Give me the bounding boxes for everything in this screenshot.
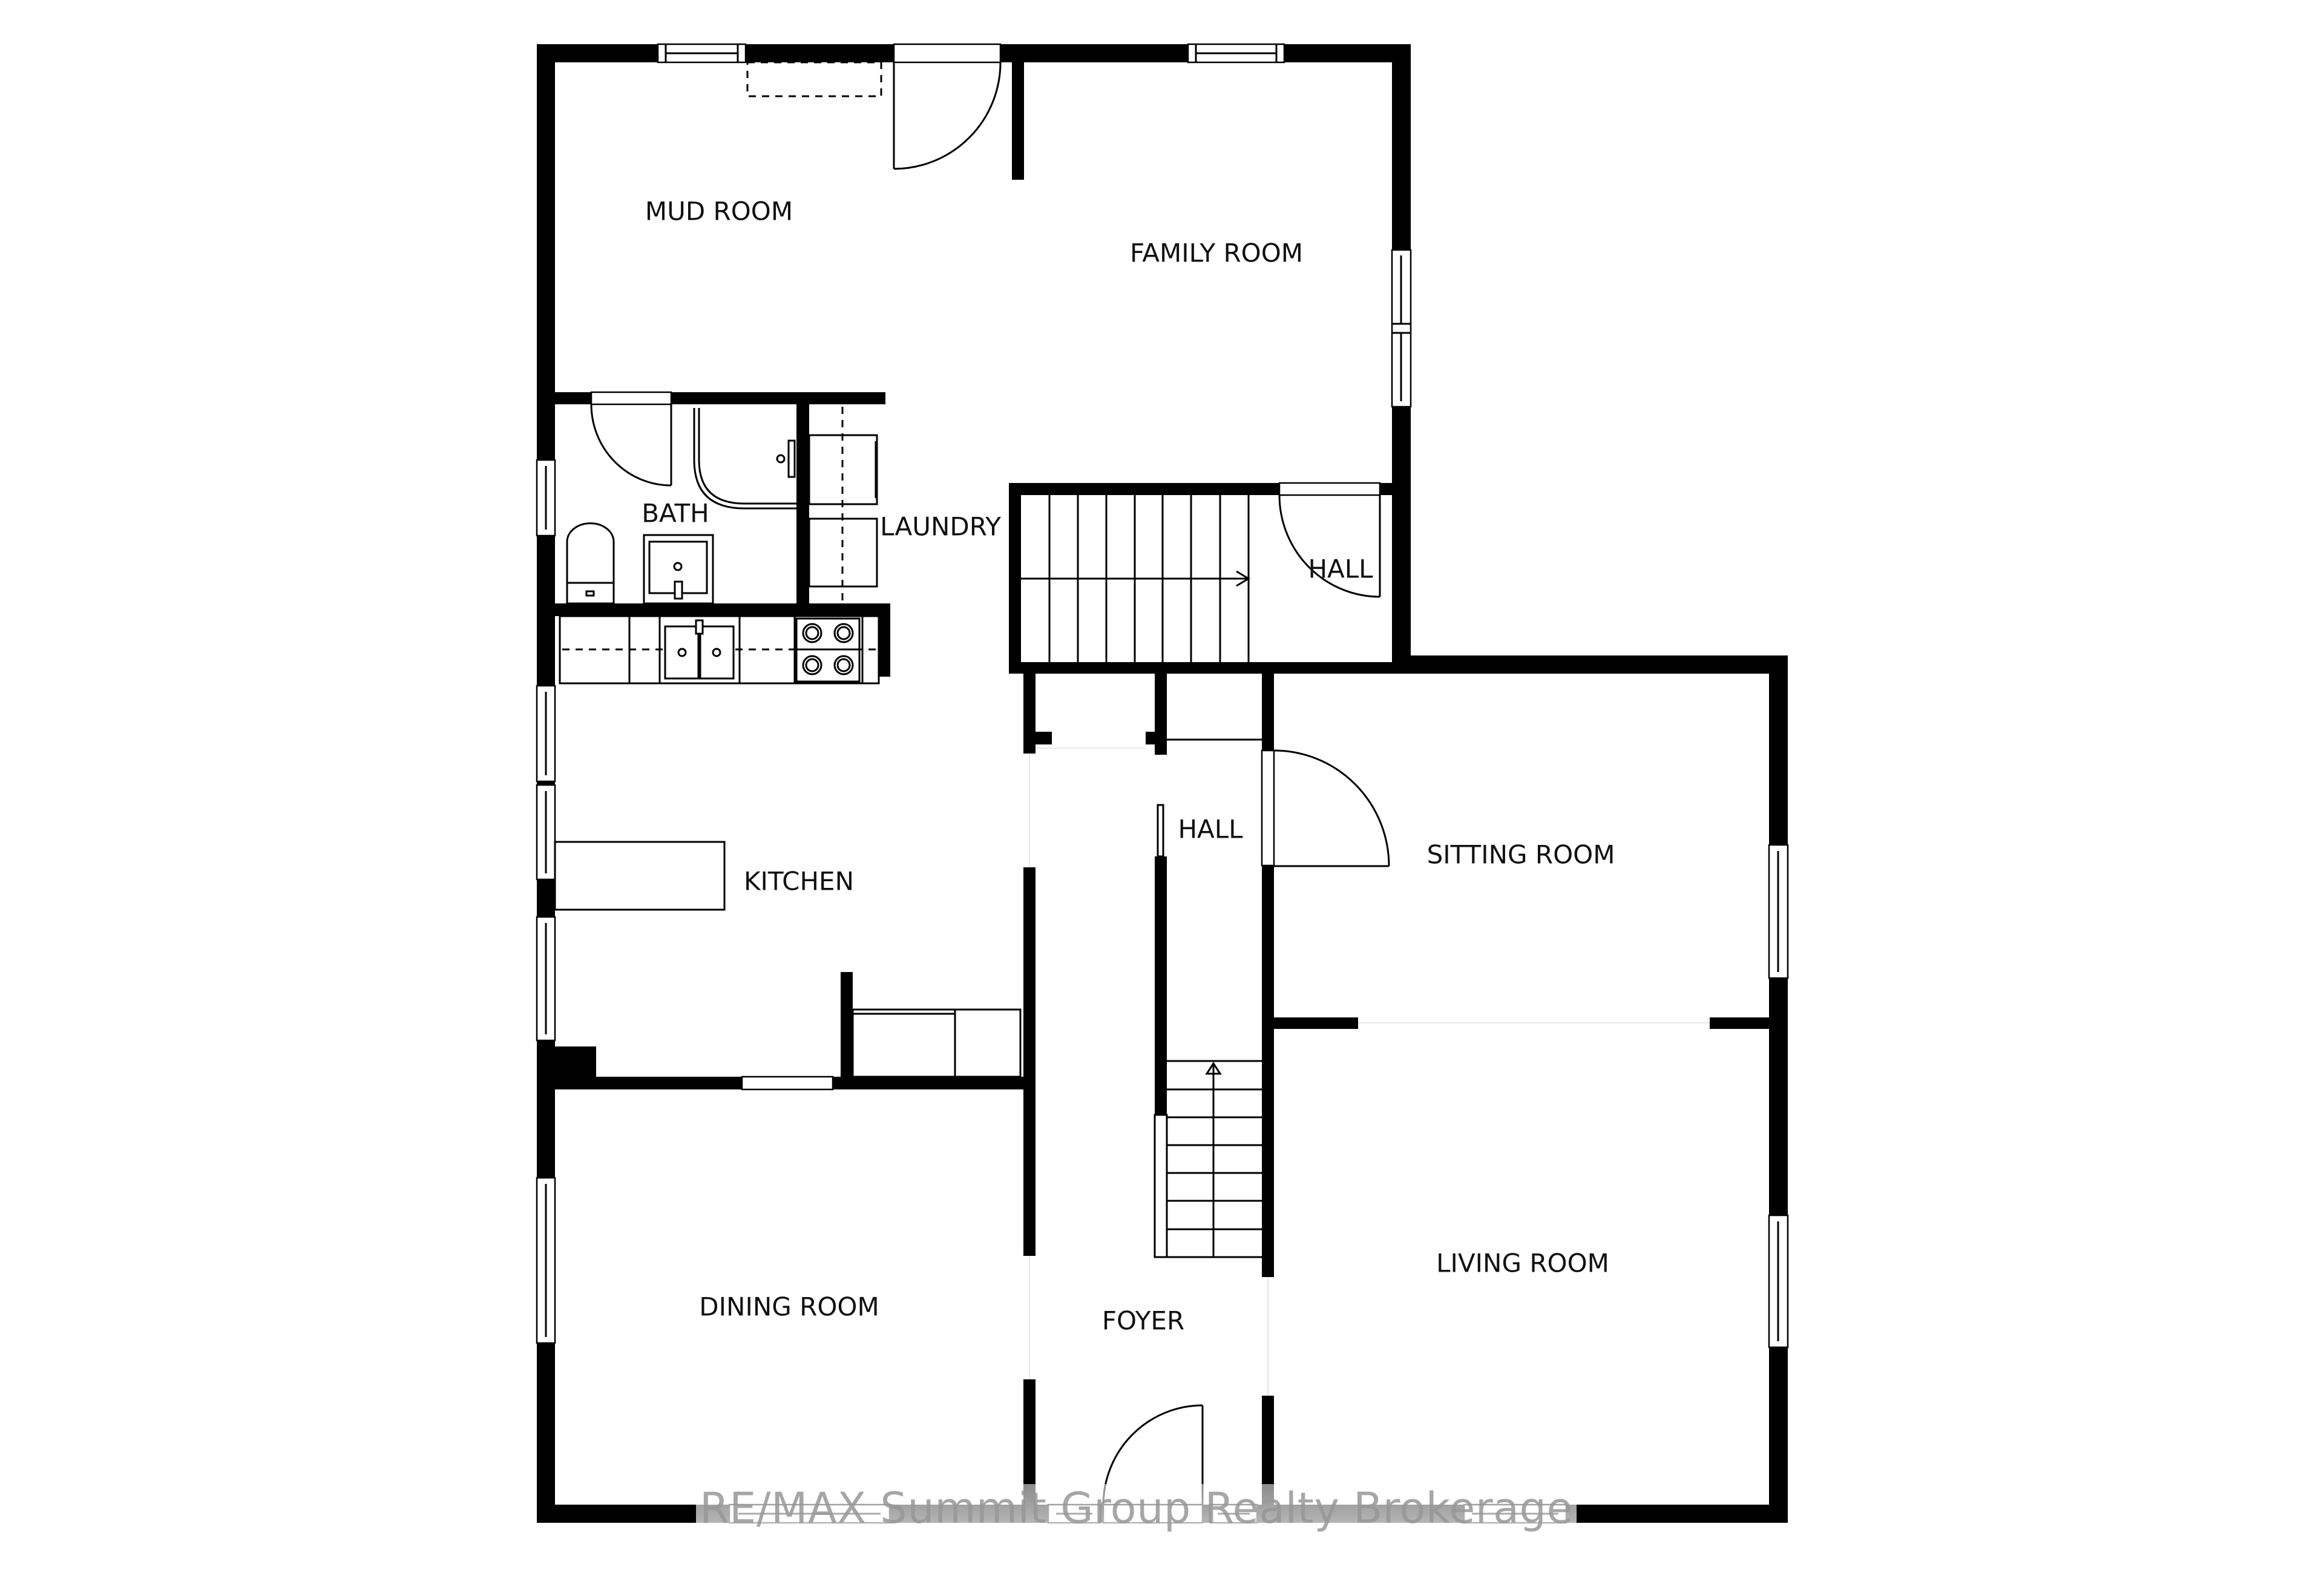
doors (590, 62, 1390, 1506)
room-label-sitting-room: SITTING ROOM (1426, 839, 1615, 870)
room-label-bath: BATH (642, 498, 709, 528)
lower-staircase (1167, 1060, 1262, 1258)
kitchen-fixtures (554, 615, 1022, 1078)
interior-walls (555, 62, 1769, 1505)
room-label-kitchen: KITCHEN (744, 866, 854, 896)
laundry-fixtures (808, 407, 878, 603)
bath-fixtures (566, 408, 796, 605)
room-label-mud-room: MUD ROOM (645, 196, 793, 226)
room-label-foyer: FOYER (1101, 1306, 1185, 1336)
upper-staircase (1021, 495, 1250, 662)
room-label-hall: HALL (1178, 814, 1243, 844)
openings (1029, 747, 1269, 1396)
brokerage-watermark: RE/MAX Summit Group Realty Brokerage (696, 1484, 1577, 1532)
room-label-family-room: FAMILY ROOM (1129, 238, 1304, 268)
room-label-upper-hall: HALL (1308, 554, 1373, 584)
mud-room-fixtures (746, 61, 882, 97)
room-label-living-room: LIVING ROOM (1436, 1248, 1609, 1278)
room-label-dining-room: DINING ROOM (699, 1292, 879, 1322)
room-label-laundry: LAUNDRY (880, 511, 1001, 542)
